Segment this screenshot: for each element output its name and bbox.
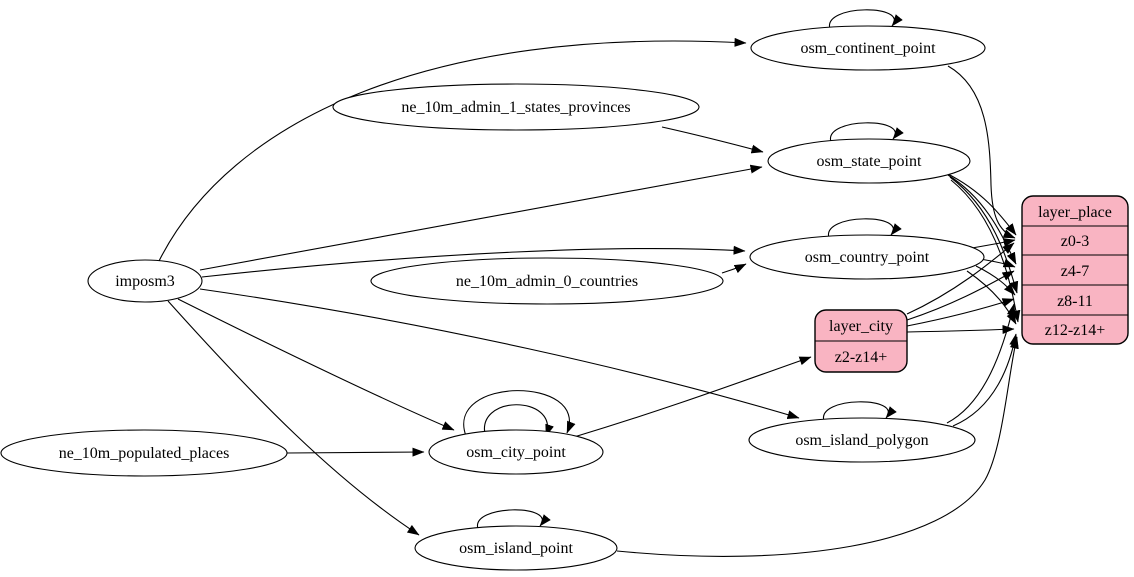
node-ne_10m_admin_1_states_provinces-shape [332,83,700,131]
node-osm_state_point: osm_state_point [767,138,971,184]
self-loop-osm_state_point [830,122,904,143]
node-imposm3-shape [87,259,203,303]
edge-layer [158,9,1021,557]
node-osm_city_point-shape [428,429,604,475]
node-osm_island_point-shape [414,525,618,571]
edge-osm_city_point-layer_city-z2 [573,356,812,438]
edge-osm_island_point-z12-z14 [616,336,1019,557]
node-ne_10m_admin_0_countries-shape [370,257,724,305]
edge-osm_island_polygon-z8-11 [946,303,1016,424]
node-osm_country_point-label: osm_country_point [805,249,930,266]
edge-imposm3-osm_island_point [167,300,420,536]
record-layer_place: layer_place z0-3 z4-7 z8-11 z12-z14+ [1021,195,1129,345]
record-layer_place-row-z0-3: z0-3 [1061,233,1089,250]
record-layer_city: layer_city z2-z14+ [814,309,908,373]
edge-layer_city-z12-z14 [906,324,1015,334]
node-ne_10m_populated_places-shape [0,429,288,477]
node-osm_island_polygon-shape [748,417,976,463]
node-osm_continent_point: osm_continent_point [750,25,986,71]
edge-osm_state_point-z4-7 [947,174,1017,265]
edge-ne_10m_populated_places-osm_city_point [286,447,425,457]
self-loop-osm_city_point-outer [463,390,576,437]
edge-imposm3-osm_city_point [177,298,455,431]
node-osm_country_point: osm_country_point [749,234,985,280]
edge-layer_city-z4-7 [906,270,1015,321]
node-imposm3-label: imposm3 [115,273,175,290]
record-layer_place-row-z4-7: z4-7 [1061,263,1089,280]
record-layer_place-row-z12-z14: z12-z14+ [1045,322,1106,339]
edge-osm_country_point-z0-3 [971,238,1016,249]
edge-ne_10m_admin_1_states_provinces-osm_state_point [661,126,764,154]
edge-imposm3-osm_country_point [201,245,746,278]
record-layer_place-row-z8-11: z8-11 [1057,293,1093,310]
node-osm_island_polygon-label: osm_island_polygon [795,432,928,449]
node-osm_island_polygon: osm_island_polygon [748,417,976,463]
node-ne_10m_populated_places: ne_10m_populated_places [0,429,288,477]
record-layer_city-title: layer_city [829,318,893,335]
self-loop-osm_island_point [477,509,551,530]
node-ne_10m_populated_places-label: ne_10m_populated_places [59,445,230,462]
node-ne_10m_admin_0_countries-label: ne_10m_admin_0_countries [456,273,638,290]
edge-imposm3-osm_state_point [199,164,763,271]
record-layer_city-row-z2-z14: z2-z14+ [835,349,888,366]
edge-ne_10m_admin_0_countries-osm_country_point [721,263,747,274]
edge-osm_continent_point-z0-3 [947,65,1016,239]
edge-layer_city-z0-3 [906,242,1015,315]
self-loop-osm_continent_point [829,9,903,30]
record-layer_place-title: layer_place [1038,204,1112,221]
edge-osm_state_point-z0-3 [945,172,1017,236]
edge-osm_country_point-z12-z14 [966,270,1017,325]
node-osm_continent_point-label: osm_continent_point [800,40,936,57]
node-ne_10m_admin_1_states_provinces-label: ne_10m_admin_1_states_provinces [401,99,630,116]
node-osm_state_point-label: osm_state_point [817,153,922,170]
record-layer_place-box [1021,195,1129,345]
node-imposm3: imposm3 [87,259,203,303]
edge-imposm3-osm_continent_point [158,37,747,262]
edge-osm_country_point-z4-7 [979,258,1016,268]
node-osm_country_point-shape [749,234,985,280]
edge-osm_state_point-z8-11 [949,176,1019,294]
edge-layer_city-z8-11 [906,298,1015,327]
node-ne_10m_admin_1_states_provinces: ne_10m_admin_1_states_provinces [332,83,700,131]
node-osm_island_point: osm_island_point [414,525,618,571]
node-osm_state_point-shape [767,138,971,184]
self-loop-osm_city_point-inner [483,404,554,439]
node-ne_10m_admin_0_countries: ne_10m_admin_0_countries [370,257,724,305]
self-loop-osm_country_point [828,218,902,239]
node-osm_continent_point-shape [750,25,986,71]
node-osm_city_point-label: osm_city_point [466,444,566,461]
self-loop-osm_island_polygon [823,401,897,422]
node-osm_island_point-label: osm_island_point [459,540,573,557]
edge-imposm3-osm_island_polygon [199,288,800,420]
node-osm_city_point: osm_city_point [428,429,604,475]
